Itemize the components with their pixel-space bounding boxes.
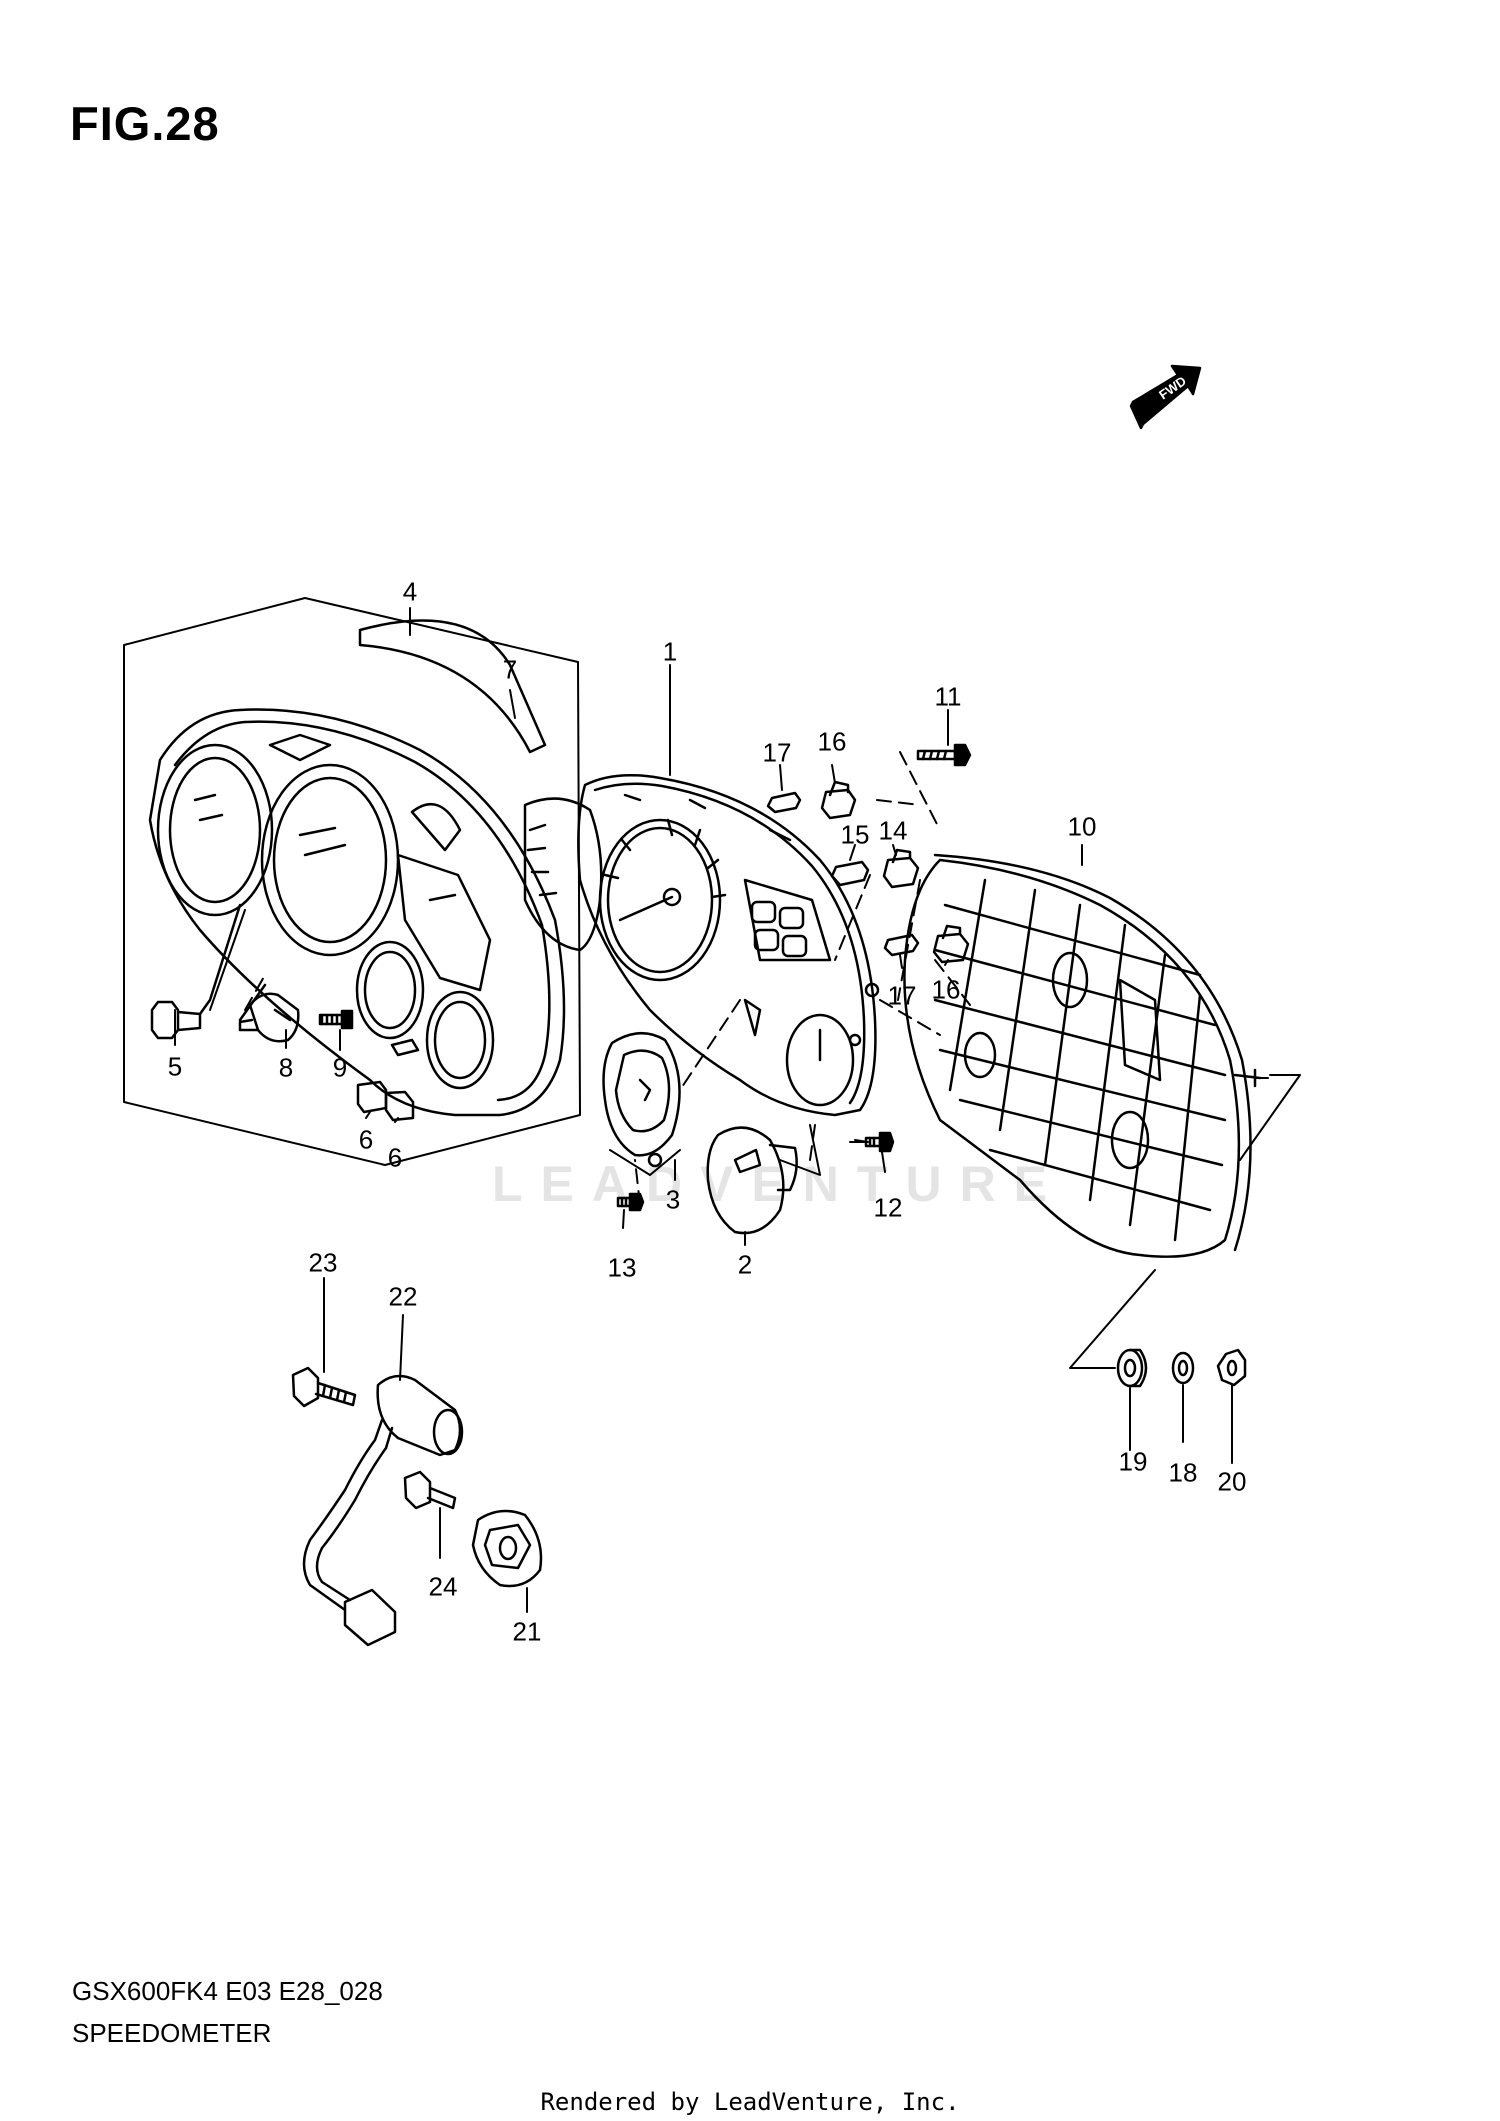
callout-23: 23	[308, 1247, 338, 1278]
callout-16b: 16	[931, 974, 961, 1005]
part-7-strip	[358, 619, 547, 754]
part-12-screw	[864, 1131, 895, 1153]
callout-2: 2	[737, 1249, 753, 1280]
part-16-socket-lower	[932, 924, 970, 964]
part-14-socket	[882, 848, 920, 889]
part-16-socket-upper	[820, 780, 857, 820]
part-9-screw	[318, 1009, 354, 1030]
callout-4: 4	[402, 576, 418, 607]
callout-17b: 17	[887, 980, 917, 1011]
part-18-washer	[1171, 1351, 1195, 1385]
part-1-meter-assembly	[523, 773, 880, 1117]
callout-3: 3	[665, 1184, 681, 1215]
callout-8: 8	[278, 1052, 294, 1083]
callout-14: 14	[878, 815, 908, 846]
callout-18: 18	[1168, 1457, 1198, 1488]
callout-22: 22	[388, 1281, 418, 1312]
section-name: SPEEDOMETER	[72, 2018, 272, 2048]
callout-10: 10	[1067, 811, 1097, 842]
callout-21: 21	[512, 1616, 542, 1647]
part-17-bulb-lower	[883, 933, 920, 957]
part-8-socket	[238, 983, 300, 1043]
callout-5: 5	[167, 1051, 183, 1082]
part-21-gear	[471, 1509, 543, 1588]
callout-12: 12	[873, 1192, 903, 1223]
model-code: GSX600FK4 E03 E28_028	[72, 1976, 383, 2006]
part-3-gauge	[602, 1032, 681, 1168]
figure-title: FIG.28	[70, 97, 220, 150]
part-10-rear-cover	[903, 853, 1262, 1258]
callout-6a: 6	[358, 1124, 374, 1155]
part-4-group-box	[123, 597, 581, 1166]
callout-11: 11	[934, 681, 962, 712]
callout-24: 24	[428, 1571, 458, 1602]
fwd-arrow-icon: FWD	[1129, 364, 1202, 430]
part-23-bolt	[291, 1366, 357, 1408]
part-15-bulb	[830, 860, 870, 887]
watermark-text: LEADVENTURE	[492, 1156, 1066, 1212]
leader-lines	[174, 607, 1301, 1613]
part-6-caps	[356, 1080, 415, 1122]
part-4-meter-case	[148, 708, 566, 1117]
callout-19: 19	[1118, 1446, 1148, 1477]
part-11-screw	[916, 743, 972, 767]
part-17-bulb-upper	[766, 791, 802, 814]
part-20-nut	[1216, 1348, 1247, 1387]
part-22-speed-sensor	[302, 1374, 464, 1647]
callout-6b: 6	[387, 1142, 403, 1173]
callout-16a: 16	[817, 726, 847, 757]
part-19-grommet	[1116, 1348, 1148, 1388]
render-credit: Rendered by LeadVenture, Inc.	[540, 2088, 960, 2116]
part-5-bulb	[150, 903, 242, 1040]
callout-20: 20	[1217, 1466, 1247, 1497]
part-2-bulb-housing	[706, 1126, 798, 1235]
callout-13: 13	[607, 1252, 637, 1283]
callout-9: 9	[332, 1052, 348, 1083]
callout-17a: 17	[762, 737, 792, 768]
callout-7: 7	[502, 654, 518, 685]
callout-15: 15	[840, 819, 870, 850]
callout-1: 1	[662, 636, 678, 667]
part-24-bolt	[403, 1470, 457, 1510]
